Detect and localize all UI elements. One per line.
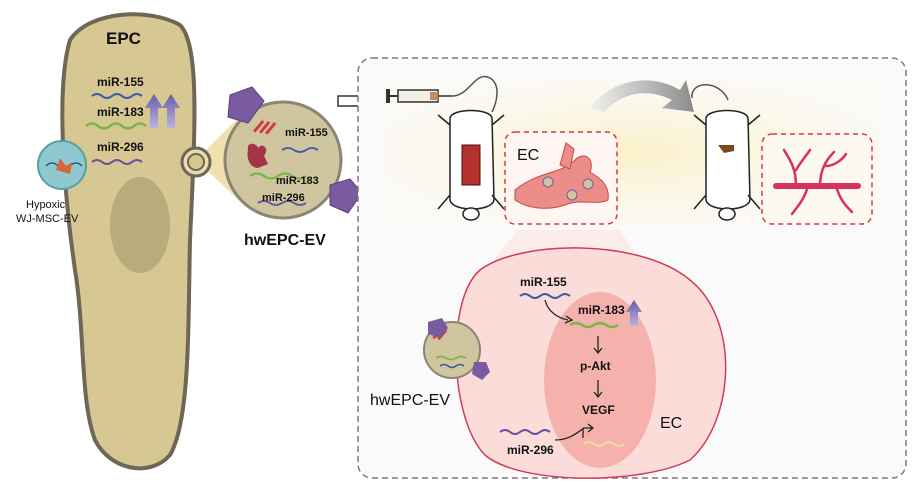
epc-mir296-strand bbox=[91, 159, 143, 165]
source-ev-label-1: Hypoxic bbox=[26, 199, 66, 211]
vesicle-mir183-label: miR-183 bbox=[276, 175, 319, 187]
epc-mir183-strand bbox=[85, 122, 147, 130]
pathway-mir183-strand bbox=[569, 321, 619, 329]
vesicle-protein-icon bbox=[247, 143, 268, 168]
progress-arrow bbox=[590, 80, 694, 112]
pathway-mir183-label: miR-183 bbox=[578, 303, 625, 317]
damaged-vessel-icon bbox=[514, 142, 609, 209]
upregulation-arrows bbox=[145, 94, 180, 128]
ec-panel-cell-label: EC bbox=[660, 415, 682, 432]
pathway-mir155-label: miR-155 bbox=[520, 275, 567, 289]
pathway-mir296-label: miR-296 bbox=[507, 443, 554, 457]
epc-mir296-label: miR-296 bbox=[97, 140, 144, 154]
mouse-panel-ec-label: EC bbox=[517, 147, 539, 164]
ev-entering-cell-icon bbox=[423, 318, 490, 380]
pathway-mir296-strand bbox=[499, 429, 551, 435]
mouse-recovered-icon bbox=[691, 84, 761, 221]
branching-vessels-icon bbox=[773, 148, 861, 216]
pathway-mir155-strand bbox=[519, 293, 571, 299]
epc-title: EPC bbox=[106, 29, 141, 48]
vesicle-mir296-label: miR-296 bbox=[262, 192, 305, 204]
source-ev-icon bbox=[37, 140, 87, 190]
membrane-protein-right-icon bbox=[329, 178, 363, 214]
pathway-up-arrow-icon bbox=[626, 300, 642, 326]
pathway-vegf-label: VEGF bbox=[582, 403, 615, 417]
epc-nucleus bbox=[110, 177, 170, 273]
ec-panel-ev-label: hwEPC-EV bbox=[370, 392, 450, 409]
epc-mir155-strand bbox=[91, 93, 143, 99]
hwepc-ev-vesicle bbox=[223, 100, 343, 220]
mir155-to-mir183-arrow bbox=[544, 299, 569, 321]
epc-mir155-label: miR-155 bbox=[97, 75, 144, 89]
pathway-pakt-label: p-Akt bbox=[580, 359, 611, 373]
membrane-protein-top-icon bbox=[227, 86, 265, 124]
mouse-treated-icon bbox=[437, 109, 505, 221]
vesicle-title: hwEPC-EV bbox=[244, 232, 326, 249]
epc-mir183-label: miR-183 bbox=[97, 105, 144, 119]
regrowth-zoom-box bbox=[761, 133, 873, 225]
vesicle-mir155-label: miR-155 bbox=[285, 127, 328, 139]
vegf-gene-strand bbox=[583, 440, 625, 448]
syringe-icon bbox=[386, 75, 498, 113]
ec-nucleus bbox=[544, 292, 656, 468]
epc-cell bbox=[60, 12, 197, 471]
source-ev-label-2: WJ-MSC-EV bbox=[16, 213, 79, 225]
